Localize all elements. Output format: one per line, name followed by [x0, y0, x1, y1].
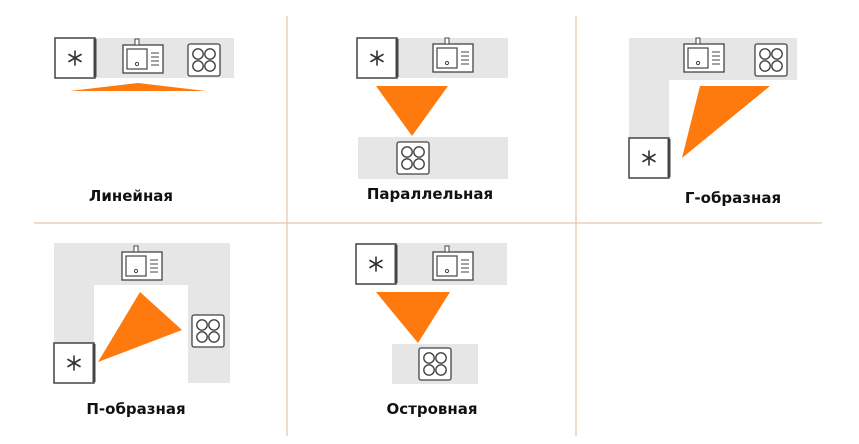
stove-icon: [191, 314, 225, 348]
fridge-icon: [53, 36, 97, 80]
stove-icon: [754, 43, 788, 77]
counter: [358, 137, 508, 179]
layout-label-island: Островная: [386, 400, 478, 418]
stove-icon: [396, 141, 430, 175]
work-triangle: [98, 292, 182, 362]
work-triangle: [70, 83, 206, 91]
layout-l-shaped: [627, 37, 797, 180]
stove-icon: [187, 43, 221, 77]
counter: [188, 243, 230, 383]
layout-linear: [53, 36, 234, 91]
layout-u-shaped: [52, 243, 230, 385]
stove-icon: [418, 347, 452, 381]
work-triangle: [682, 86, 770, 158]
work-triangle: [376, 292, 450, 343]
layout-island: [354, 242, 507, 384]
layout-parallel: [355, 36, 508, 179]
layout-label-l-shaped: Г-образная: [684, 189, 782, 207]
fridge-icon: [627, 136, 671, 180]
work-triangle: [376, 86, 448, 136]
layout-label-parallel: Параллельная: [366, 185, 494, 203]
fridge-icon: [354, 242, 398, 286]
layout-label-linear: Линейная: [88, 187, 174, 205]
layout-label-u-shaped: П-образная: [86, 400, 186, 418]
fridge-icon: [52, 341, 96, 385]
fridge-icon: [355, 36, 399, 80]
